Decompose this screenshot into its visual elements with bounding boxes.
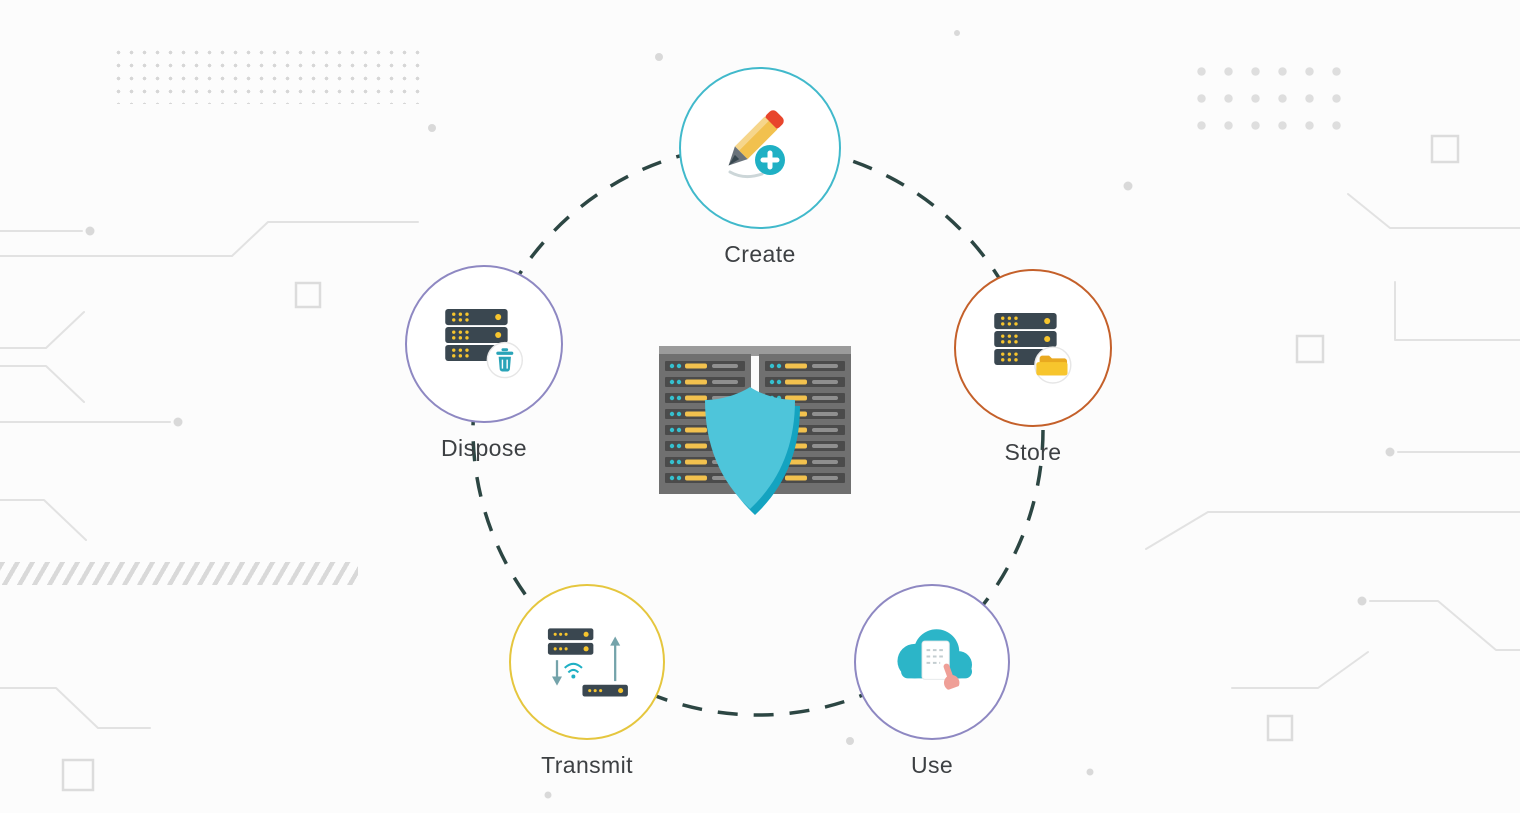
document [921, 640, 950, 680]
dot-grid-decoration-top-right [1188, 58, 1350, 148]
transmit-stage-circle [509, 584, 665, 740]
transmit-stage-label: Transmit [541, 752, 633, 778]
arrow-up-icon [610, 636, 621, 682]
use-stage-circle [854, 584, 1010, 740]
lifecycle-node-transmit: Transmit [477, 584, 697, 779]
store-stage-circle [954, 269, 1112, 427]
wifi-icon [564, 662, 583, 679]
servers-trash-icon [445, 309, 523, 379]
server-racks-shield-icon [659, 346, 851, 515]
dispose-stage-label: Dispose [441, 435, 527, 461]
servers-transfer-icon [547, 628, 628, 697]
pencil [728, 110, 784, 166]
lifecycle-node-create: Create [650, 67, 870, 268]
lifecycle-node-dispose: Dispose [374, 265, 594, 462]
create-stage-circle [679, 67, 841, 229]
folder-icon [1036, 355, 1068, 376]
trash-icon [496, 348, 514, 372]
center-graphic [653, 342, 863, 522]
dot-grid-decoration-top-left [112, 46, 420, 104]
lifecycle-node-store: Store [923, 269, 1143, 466]
pencil-plus-icon [728, 110, 785, 179]
arrow-down-icon [552, 660, 562, 686]
create-stage-label: Create [724, 241, 796, 267]
cloud-touch-icon [897, 629, 972, 698]
pointing-hand-icon [943, 663, 964, 698]
servers-folder-icon [994, 313, 1072, 384]
use-stage-label: Use [910, 752, 954, 778]
dispose-stage-circle [405, 265, 563, 423]
lifecycle-node-use: Use [822, 584, 1042, 779]
diagonal-stripes-decoration [0, 562, 358, 585]
store-stage-label: Store [1004, 439, 1062, 465]
security-shield-icon [705, 387, 800, 515]
